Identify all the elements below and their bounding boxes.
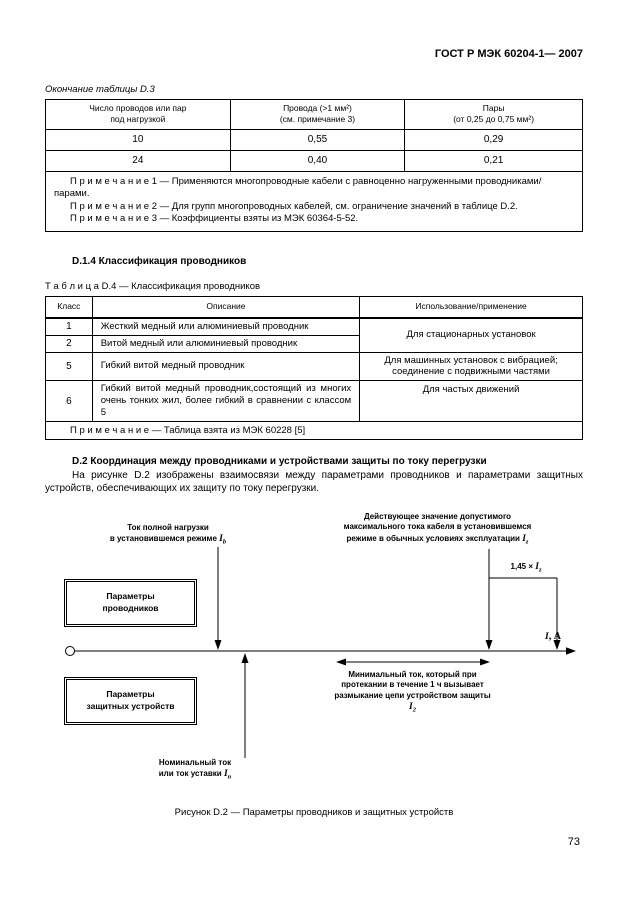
symbol-subscript: z — [538, 566, 542, 574]
max-current-label: Действующее значение допустимого максима… — [330, 512, 545, 547]
axis-unit: , А — [548, 630, 561, 642]
table-row: 2 Витой медный или алюминиевый проводник — [45, 334, 583, 353]
cell-description: Гибкий витой медный проводник — [91, 351, 361, 382]
table-row: 24 0,40 0,21 — [45, 149, 583, 172]
current-symbol: I — [219, 534, 223, 545]
factor-arrowhead — [553, 639, 561, 650]
full-load-text: Ток полной нагрузки в установившемся реж… — [109, 522, 217, 544]
factor-label: 1,45 × Iz — [493, 561, 559, 575]
rated-current-arrowhead — [241, 652, 249, 663]
table-d4-header-row: Класс Описание Использование/применение — [45, 296, 583, 319]
symbol-subscript: z — [525, 538, 529, 546]
table-d4-caption: Т а б л и ц а D.4 — Классификация провод… — [45, 281, 261, 293]
min-range-left-arrowhead — [336, 658, 346, 666]
cell-usage: Для частых движений — [359, 380, 583, 422]
max-current-text: Действующее значение допустимого максима… — [343, 511, 532, 543]
min-current-label: Минимальный ток, который при протекании … — [330, 670, 495, 715]
col-header-pairs: Пары (от 0,25 до 0,75 мм²) — [404, 99, 583, 130]
table-row: 5 Гибкий витой медный проводник Для маши… — [45, 351, 583, 382]
figure-d2-lines — [65, 546, 576, 758]
protective-device-parameters-box: Параметры защитных устройств — [64, 676, 197, 725]
max-current-arrowhead — [485, 639, 493, 650]
cell-count: 24 — [45, 149, 231, 172]
col-header-description: Описание — [91, 296, 361, 319]
cell-class: 2 — [45, 334, 93, 353]
cell-count: 10 — [45, 128, 231, 151]
table-row: 6 Гибкий витой медный проводник,состоящи… — [45, 380, 583, 422]
cell-description: Жесткий медный или алюминиевый проводник — [91, 317, 361, 336]
table-d3-continuation-label: Окончание таблицы D.3 — [45, 84, 155, 95]
table-d4-note-row: П р и м е ч а н и е — Таблица взята из М… — [45, 420, 583, 440]
figure-d2-caption: Рисунок D.2 — Параметры проводников и за… — [174, 806, 454, 818]
table-d4-note: П р и м е ч а н и е — Таблица взята из М… — [45, 420, 583, 440]
table-row: 1 Жесткий медный или алюминиевый проводн… — [45, 317, 583, 353]
col-header-class: Класс — [45, 296, 93, 319]
rated-current-label: Номинальный ток или ток уставки In — [125, 758, 265, 782]
full-load-label: Ток полной нагрузки в установившемся реж… — [78, 523, 258, 547]
page-header: ГОСТ Р МЭК 60204-1— 2007 — [45, 48, 583, 60]
cell-class: 5 — [45, 351, 93, 382]
figure-d2-diagram: Ток полной нагрузки в установившемся реж… — [45, 511, 583, 791]
conductor-parameters-box: Параметры проводников — [64, 578, 197, 627]
cell-class: 1 — [45, 317, 93, 336]
cell-wires: 0,55 — [229, 128, 406, 151]
cell-usage: Для стационарных установок — [359, 317, 583, 353]
table-d3: Число проводов или пар под нагрузкой Про… — [45, 99, 583, 233]
page-number: 73 — [567, 836, 580, 848]
note-2: П р и м е ч а н и е 2 — Для групп многоп… — [70, 200, 518, 212]
factor-text: 1,45 × — [510, 561, 533, 571]
symbol-subscript: n — [227, 773, 232, 781]
cell-pairs: 0,29 — [404, 128, 583, 151]
axis-origin-circle — [65, 645, 75, 656]
current-symbol: I — [522, 533, 526, 544]
min-current-text: Минимальный ток, который при протекании … — [334, 669, 491, 700]
col-header-wire-count: Число проводов или пар под нагрузкой — [45, 99, 231, 130]
col-header-wires: Провода (>1 мм²) (см. примечание 3) — [229, 99, 406, 130]
rated-current-text: Номинальный ток или ток уставки — [158, 757, 232, 779]
axis-arrowhead — [566, 647, 576, 655]
full-load-arrowhead — [214, 639, 222, 650]
current-symbol: I — [409, 702, 413, 713]
note-1: П р и м е ч а н и е 1 — Применяются мног… — [54, 175, 542, 200]
min-range-right-arrowhead — [480, 658, 490, 666]
cell-pairs: 0,21 — [404, 149, 583, 172]
current-symbol: I — [223, 769, 228, 780]
col-header-usage: Использование/применение — [359, 296, 583, 319]
note-3: П р и м е ч а н и е 3 — Коэффициенты взя… — [70, 212, 359, 224]
section-d2-paragraph: На рисунке D.2 изображены взаимосвязи ме… — [45, 469, 583, 494]
cell-wires: 0,40 — [229, 149, 406, 172]
symbol-subscript: b — [222, 538, 227, 546]
cell-usage: Для машинных установок с вибрацией; соед… — [359, 351, 583, 382]
symbol-subscript: 2 — [412, 706, 416, 714]
table-d4: Класс Описание Использование/применение … — [45, 296, 583, 440]
axis-label: I, А — [545, 631, 561, 642]
doc-number: ГОСТ Р МЭК 60204-1— 2007 — [434, 48, 583, 60]
table-d3-header-row: Число проводов или пар под нагрузкой Про… — [45, 99, 583, 130]
cell-description: Гибкий витой медный проводник,состоящий … — [91, 380, 361, 422]
section-d2-heading: D.2 Координация между проводниками и уст… — [72, 455, 487, 467]
cell-description: Витой медный или алюминиевый проводник — [91, 334, 361, 353]
table-d3-notes-row: П р и м е ч а н и е 1 — Применяются мног… — [45, 170, 583, 233]
table-d3-notes: П р и м е ч а н и е 1 — Применяются мног… — [45, 170, 583, 233]
cell-class: 6 — [45, 380, 93, 422]
section-d14-heading: D.1.4 Классификация проводников — [72, 256, 247, 268]
current-symbol: I — [535, 561, 539, 572]
note: П р и м е ч а н и е — Таблица взята из М… — [70, 424, 306, 436]
current-symbol: I — [545, 631, 549, 642]
table-row: 10 0,55 0,29 — [45, 128, 583, 151]
